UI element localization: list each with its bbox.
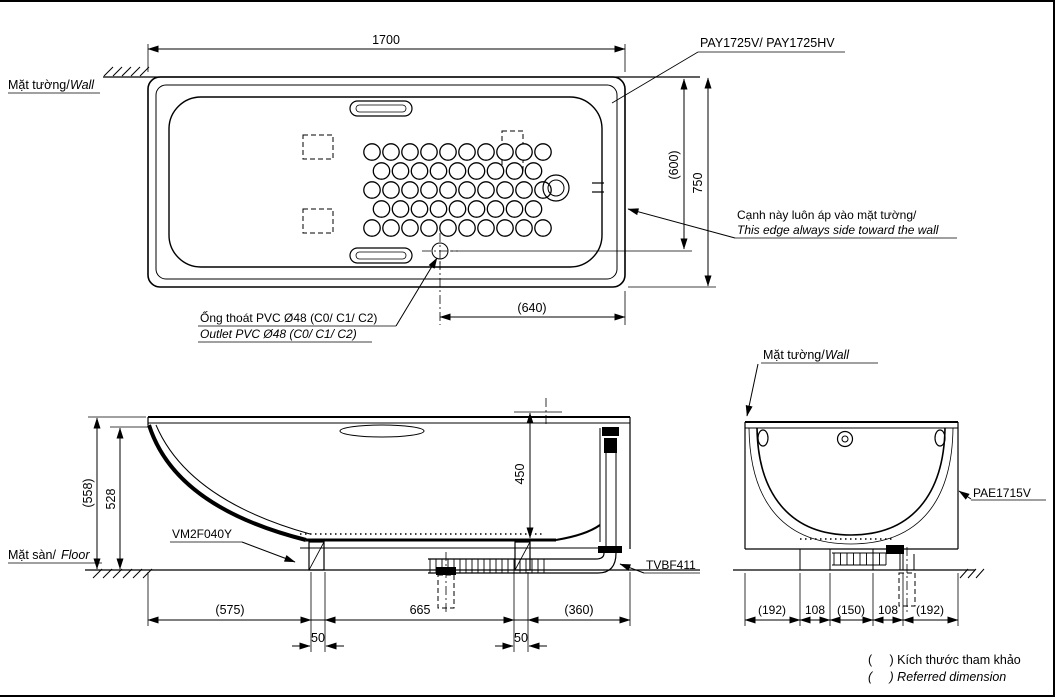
dim-150: (150): [837, 603, 865, 617]
trap-leader: [619, 563, 645, 574]
overflow-cap: [836, 430, 854, 448]
dim-600: (600): [667, 150, 681, 179]
product-leader: [611, 51, 699, 104]
edge-note-leader: [627, 208, 736, 239]
outlet-leader: [395, 257, 438, 327]
dim-360: (360): [564, 603, 593, 617]
floor-label-en: Floor: [61, 548, 90, 562]
product-code: PAY1725V/ PAY1725HV: [700, 36, 835, 50]
wall-label-en: Wall: [70, 78, 95, 92]
legend-en: ( ) Referred dimension: [868, 670, 1006, 684]
dim-640: (640): [517, 301, 546, 315]
floor-label-vi: Mặt sàn/: [8, 548, 56, 562]
wall-label-vi: Mặt tường/: [8, 78, 70, 92]
dim-50-left: 50: [311, 631, 325, 645]
dim-192-right: (192): [916, 603, 944, 617]
grip-handle-bottom: [349, 247, 413, 264]
part-vm2f040y: VM2F040Y: [172, 527, 232, 541]
dim-528: 528: [104, 489, 118, 510]
tub-back-slope: [147, 424, 307, 542]
apron-leader: [958, 490, 972, 500]
floor-hatch: [92, 568, 153, 579]
overflow-fitting: [602, 427, 619, 436]
hidden-pad-2: [302, 208, 334, 234]
grip-handle-top: [349, 100, 413, 117]
dim-50-right: 50: [514, 631, 528, 645]
part-tvbf411: TVBF411: [646, 558, 696, 572]
end-floor-hatch: [959, 568, 985, 579]
tub-outer-rim: [147, 76, 626, 288]
drain-trap: [428, 552, 605, 560]
end-wall-leader: [745, 363, 759, 417]
end-wall-label-vi: Mặt tường/: [763, 348, 825, 362]
dim-665: 665: [410, 603, 431, 617]
end-corrugated-hose: [833, 553, 887, 565]
end-grip-right: [934, 429, 946, 447]
hidden-pad-1: [302, 134, 334, 160]
tub-inner-rim: [155, 84, 618, 280]
grip-handle-side: [339, 424, 425, 438]
dim-558: (558): [81, 478, 95, 507]
edge-note-vi: Cạnh này luôn áp vào mặt tường/: [737, 208, 917, 222]
wall-hatch: [103, 66, 150, 77]
dim-108-left: 108: [805, 603, 825, 617]
side-view: [8, 398, 700, 652]
hose-leader: [241, 541, 296, 563]
outlet-label-vi: Ống thoát PVC Ø48 (C0/ C1/ C2): [200, 310, 377, 325]
dim-575: (575): [215, 603, 244, 617]
end-view: [733, 362, 1046, 626]
anti-slip-dots: [363, 143, 552, 237]
end-basin-inner: [756, 427, 946, 536]
dim-192-left: (192): [758, 603, 786, 617]
tub-basin: [168, 96, 603, 268]
dim-750: 750: [691, 173, 705, 194]
dim-1700: 1700: [372, 33, 400, 47]
dim-450: 450: [513, 464, 527, 485]
end-wall-label-en: Wall: [825, 348, 850, 362]
legend-vi: ( ) Kích thước tham khảo: [868, 653, 1021, 667]
edge-note-en: This edge always side toward the wall: [737, 223, 939, 237]
part-pae1715v: PAE1715V: [973, 486, 1031, 500]
drain-fitting: [542, 174, 570, 202]
top-view: [8, 44, 957, 343]
outlet-label-en: Outlet PVC Ø48 (C0/ C1/ C2): [200, 327, 357, 341]
labels: 1700 PAY1725V/ PAY1725HV Mặt tường/ Wall…: [8, 33, 1031, 684]
dim-108-right: 108: [878, 603, 898, 617]
end-grip-left: [757, 429, 769, 447]
corrugated-hose: [429, 559, 545, 573]
